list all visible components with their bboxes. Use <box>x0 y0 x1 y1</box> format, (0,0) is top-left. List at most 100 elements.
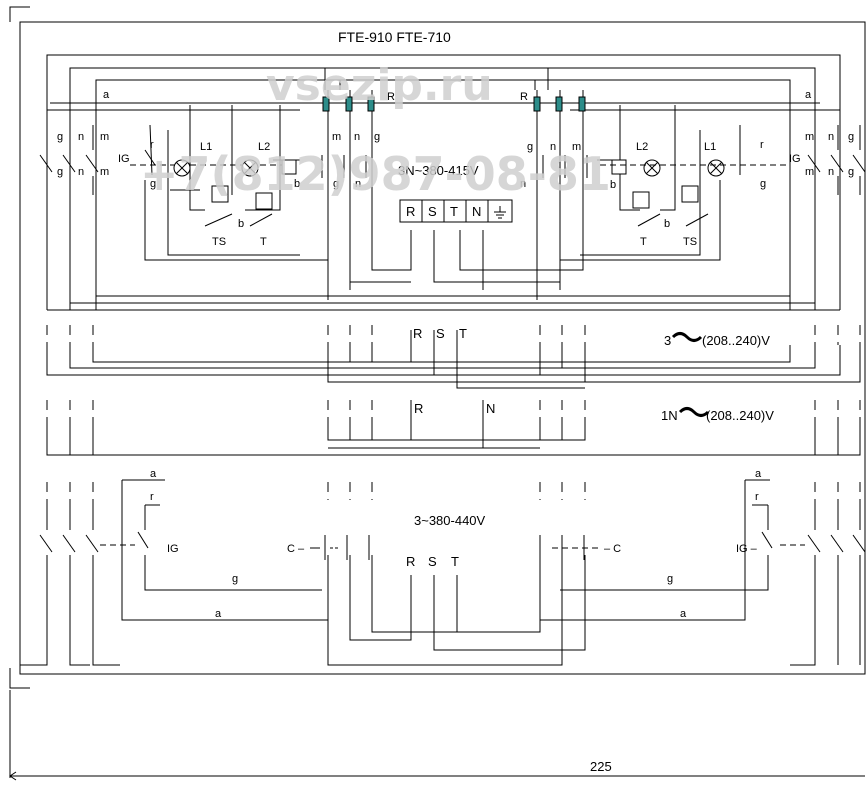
label-n: n <box>550 141 556 153</box>
label-a: a <box>755 468 762 480</box>
label-N: N <box>486 401 495 416</box>
fuse-icon <box>322 96 330 112</box>
thermostat-TS-icon <box>681 185 699 203</box>
label-IG: IG <box>118 153 130 165</box>
voltage-label: 3~380-440V <box>414 513 486 528</box>
section3-wiring <box>46 400 861 456</box>
label-R-left: R <box>387 91 395 103</box>
label-C: C – <box>287 543 305 555</box>
label-b: b <box>238 218 244 230</box>
label-IG: IG – <box>736 543 758 555</box>
fuse-icon <box>555 96 563 112</box>
label-n: n <box>355 178 361 190</box>
label-IG: IG <box>789 153 801 165</box>
diagram-title: FTE-910 FTE-710 <box>338 29 451 45</box>
label-R: R <box>414 401 423 416</box>
label-n: n <box>520 178 526 190</box>
label-T: T <box>451 554 459 569</box>
dimension-label: 225 <box>590 759 612 774</box>
fuse-icon <box>367 96 375 112</box>
label-L2: L2 <box>258 141 270 153</box>
label-g: g <box>333 178 339 190</box>
label-n: n <box>354 131 360 143</box>
section4-wiring <box>20 479 866 666</box>
terminal-T: T <box>450 204 458 219</box>
label-r: r <box>150 491 154 503</box>
contactor-coil-icon <box>611 159 627 175</box>
label-S: S <box>436 326 445 341</box>
ac-tilde-icon <box>671 332 703 342</box>
label-T: T <box>459 326 467 341</box>
phase-count-label: 3 <box>664 333 671 348</box>
label-a: a <box>103 89 110 101</box>
fuses-right <box>533 96 586 112</box>
label-r: r <box>760 139 764 151</box>
label-g: g <box>667 573 673 585</box>
label-n: n <box>78 166 84 178</box>
thermostat-T-icon <box>632 191 650 209</box>
ac-tilde-icon <box>678 407 710 417</box>
label-S: S <box>428 554 437 569</box>
label-a: a <box>680 608 687 620</box>
switch-group-right <box>600 125 866 195</box>
fuse-icon <box>533 96 541 112</box>
label-a: a <box>215 608 222 620</box>
label-g: g <box>232 573 238 585</box>
label-L1: L1 <box>704 141 716 153</box>
label-b: b <box>610 179 616 191</box>
label-g: g <box>848 131 854 143</box>
label-IG: IG <box>167 543 179 555</box>
section2-wiring <box>46 325 861 389</box>
label-m: m <box>100 131 109 143</box>
thermostat-T-icon <box>255 192 273 210</box>
label-L2: L2 <box>636 141 648 153</box>
thermostat-TS-icon <box>211 185 229 203</box>
contactor-coil-icon <box>281 159 297 175</box>
watermark-site: vsezip.ru <box>266 60 493 111</box>
label-m: m <box>100 166 109 178</box>
label-m: m <box>332 131 341 143</box>
terminal-block <box>399 199 513 223</box>
label-TS: TS <box>212 236 226 248</box>
label-g: g <box>374 131 380 143</box>
contactor-right <box>542 155 588 178</box>
label-g: g <box>57 166 63 178</box>
label-R: R <box>406 554 415 569</box>
phase-count-label: 1N <box>661 408 678 423</box>
label-R: R <box>413 326 422 341</box>
contactor-left <box>321 155 367 178</box>
label-m: m <box>805 166 814 178</box>
label-a: a <box>150 468 157 480</box>
label-m: m <box>572 141 581 153</box>
label-b: b <box>664 218 670 230</box>
label-R-right: R <box>520 91 528 103</box>
label-m: m <box>805 131 814 143</box>
label-g: g <box>57 131 63 143</box>
watermark-phone: +7(812)987-08-81 <box>140 147 611 201</box>
voltage-label: (208..240)V <box>706 408 774 423</box>
label-n: n <box>828 131 834 143</box>
terminal-S: S <box>428 204 437 219</box>
label-C: – C <box>604 543 621 555</box>
supply-main-label: 3N~380-415V <box>398 163 479 178</box>
label-T: T <box>640 236 647 248</box>
label-g: g <box>848 166 854 178</box>
label-g: g <box>527 141 533 153</box>
frame <box>9 6 866 781</box>
label-TS: TS <box>683 236 697 248</box>
label-b: b <box>294 178 300 190</box>
label-g: g <box>760 178 766 190</box>
label-r: r <box>755 491 759 503</box>
label-n: n <box>828 166 834 178</box>
fuse-icon <box>578 96 586 112</box>
terminal-R: R <box>406 204 415 219</box>
label-T: T <box>260 236 267 248</box>
label-g: g <box>150 178 156 190</box>
fuses-left <box>322 96 375 112</box>
label-a: a <box>805 89 812 101</box>
label-n: n <box>78 131 84 143</box>
voltage-label: (208..240)V <box>702 333 770 348</box>
label-L1: L1 <box>200 141 212 153</box>
label-r: r <box>150 139 154 151</box>
